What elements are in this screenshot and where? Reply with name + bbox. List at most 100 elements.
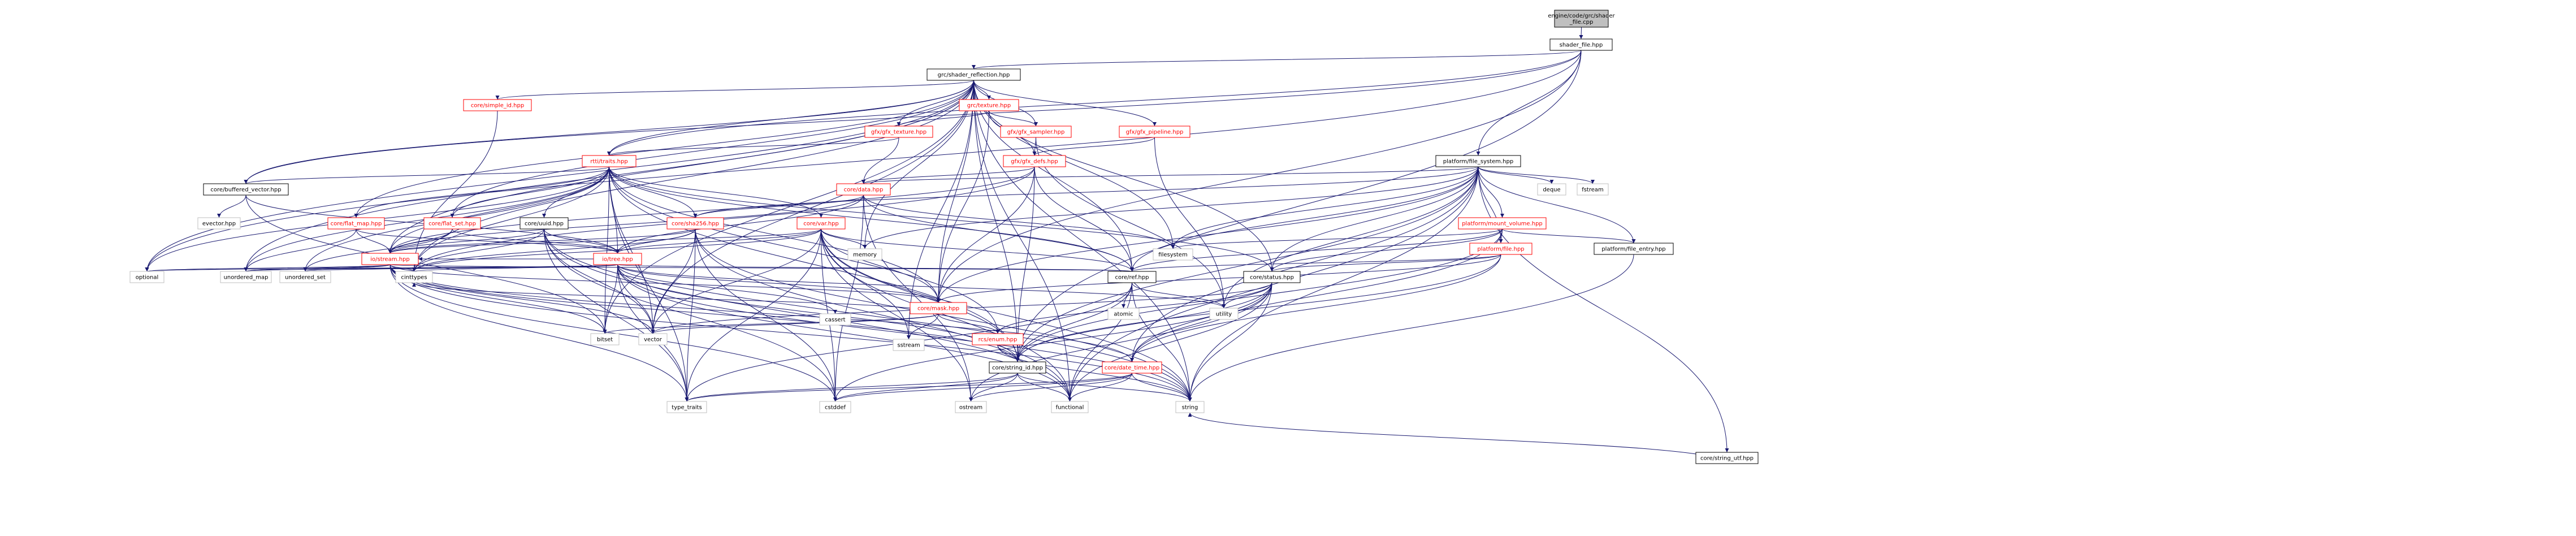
node-platform_file[interactable]: platform/file.hpp <box>1469 243 1532 255</box>
edge-line <box>1130 254 1501 362</box>
node-mount_volume[interactable]: platform/mount_volume.hpp <box>1458 217 1547 230</box>
edge-line <box>542 166 609 218</box>
node-layer: engine/code/grc/shader_file.cpp shader_fi… <box>129 10 1759 464</box>
node-gfx_pipeline[interactable]: gfx/gfx_pipeline.hpp <box>1119 126 1190 138</box>
node-gfx_texture[interactable]: gfx/gfx_texture.hpp <box>864 126 933 138</box>
edge-shader_reflection-to-sys_string <box>973 80 1192 402</box>
node-box <box>1209 308 1239 320</box>
node-var[interactable]: core/var.hpp <box>796 217 846 230</box>
node-core_status[interactable]: core/status.hpp <box>1243 271 1301 283</box>
node-label: gfx/gfx_sampler.hpp <box>1007 129 1065 136</box>
node-box <box>955 401 987 413</box>
edge-line <box>388 166 609 254</box>
node-sha256[interactable]: core/sha256.hpp <box>666 217 724 230</box>
node-sys_atomic: atomic <box>1107 308 1140 320</box>
node-io_tree[interactable]: io/tree.hpp <box>593 253 642 265</box>
edge-rtti_traits-to-uuid <box>542 166 609 218</box>
node-label: core/buffered_vector.hpp <box>210 187 281 193</box>
edge-shader_file-to-fs <box>1476 50 1582 156</box>
edge-core_mask-to-sys_bitset <box>603 313 939 334</box>
edge-shader_reflection-to-sys_memory <box>863 80 974 249</box>
node-shader_reflection[interactable]: grc/shader_reflection.hpp <box>927 68 1021 81</box>
edge-line <box>244 80 974 272</box>
node-root[interactable]: engine/code/grc/shader_file.cpp <box>1548 10 1616 28</box>
edge-shader_reflection-to-flat_map <box>354 80 974 218</box>
node-flat_set[interactable]: core/flat_set.hpp <box>423 217 481 230</box>
edge-io_tree-to-sys_functional <box>617 264 1072 402</box>
edge-fs-to-sys_fstream <box>1478 166 1595 184</box>
edge-shader_reflection-to-gfx_pipeline <box>973 80 1157 127</box>
edge-line <box>617 264 1226 309</box>
edge-line <box>897 110 989 127</box>
node-flat_map[interactable]: core/flat_map.hpp <box>327 217 385 230</box>
edge-line <box>936 110 989 303</box>
edge-line <box>969 373 1018 402</box>
node-box <box>910 302 967 314</box>
edge-line <box>1132 373 1192 402</box>
node-box <box>423 217 481 230</box>
node-core_mask[interactable]: core/mask.hpp <box>910 302 967 314</box>
node-box <box>847 248 882 261</box>
node-label: core/flat_map.hpp <box>331 221 382 227</box>
node-date_time[interactable]: core/date_time.hpp <box>1102 361 1162 374</box>
node-sys_optional: optional <box>129 271 164 283</box>
node-io_stream[interactable]: io/stream.hpp <box>361 253 419 265</box>
edge-sha256-to-sys_cinttypes <box>412 228 696 272</box>
node-label: platform/file.hpp <box>1477 247 1524 253</box>
edge-fs-to-core_mask <box>936 166 1479 303</box>
edge-date_time-to-sys_functional <box>1068 373 1132 402</box>
edge-shader_reflection-to-sys_sstream <box>907 80 974 340</box>
node-rtti_traits[interactable]: rtti/traits.hpp <box>582 155 637 167</box>
node-file_entry[interactable]: platform/file_entry.hpp <box>1594 243 1674 255</box>
edge-fs-to-sys_string <box>1188 166 1479 402</box>
edge-io_tree-to-sys_cinttypes <box>412 264 618 272</box>
node-label: filesystem <box>1158 252 1187 258</box>
node-label: cstddef <box>825 405 846 411</box>
node-ecs_enum[interactable]: rcs/enum.hpp <box>972 333 1024 345</box>
edge-flat_map-to-io_tree <box>356 228 620 254</box>
node-label: bitset <box>597 337 613 343</box>
edge-line <box>617 264 1072 402</box>
node-gfx_defs[interactable]: gfx/gfx_defs.hpp <box>1003 155 1066 167</box>
edge-line <box>388 228 453 254</box>
edge-line <box>1068 166 1479 402</box>
edge-line <box>1036 137 1226 309</box>
node-core_ref[interactable]: core/ref.hpp <box>1107 271 1157 283</box>
edge-shader_file-to-shader_reflection <box>972 50 1582 70</box>
edge-line <box>651 228 696 334</box>
node-string_id[interactable]: core/string_id.hpp <box>989 361 1046 374</box>
edge-line <box>354 166 609 218</box>
node-fs[interactable]: platform/file_system.hpp <box>1435 155 1521 167</box>
node-label: ostream <box>959 405 982 411</box>
node-string_utf[interactable]: core/string_utf.hpp <box>1695 452 1759 464</box>
node-uuid[interactable]: core/uuid.hpp <box>519 217 569 230</box>
node-label: core/uuid.hpp <box>525 221 564 227</box>
edge-line <box>863 194 1134 272</box>
node-simple_id[interactable]: core/simple_id.hpp <box>463 99 532 111</box>
edge-line <box>388 194 864 254</box>
node-shader_file[interactable]: shader_file.hpp <box>1549 38 1613 51</box>
edge-mount_volume-to-sys_filesystem <box>1171 228 1503 249</box>
edge-line <box>145 264 618 272</box>
edge-flat_set-to-sys_unordered_set <box>303 228 453 272</box>
edge-line <box>217 194 246 218</box>
edge-io_stream-to-sys_type_traits <box>389 264 689 402</box>
edge-line <box>389 264 837 402</box>
edge-flat_map-to-sys_unordered_map <box>244 228 357 272</box>
node-gfx_sampler[interactable]: gfx/gfx_sampler.hpp <box>1000 126 1072 138</box>
edge-line <box>989 110 1038 127</box>
edge-ecs_enum-to-sys_string <box>997 344 1192 402</box>
node-buffered_vector[interactable]: core/buffered_vector.hpp <box>203 183 289 196</box>
edge-line <box>685 228 696 402</box>
edge-line <box>1034 166 1134 272</box>
edge-line <box>1478 166 1554 184</box>
edge-string_id-to-sys_cstddef <box>833 373 1018 402</box>
edge-var-to-sys_ostream <box>821 228 973 402</box>
edge-line <box>936 166 1035 303</box>
node-texture[interactable]: grc/texture.hpp <box>959 99 1019 111</box>
node-box <box>927 68 1021 81</box>
node-core_data[interactable]: core/data.hpp <box>836 183 891 196</box>
edge-flat_set-to-io_tree <box>452 228 620 254</box>
edge-line <box>245 194 607 334</box>
node-box <box>1549 38 1613 51</box>
